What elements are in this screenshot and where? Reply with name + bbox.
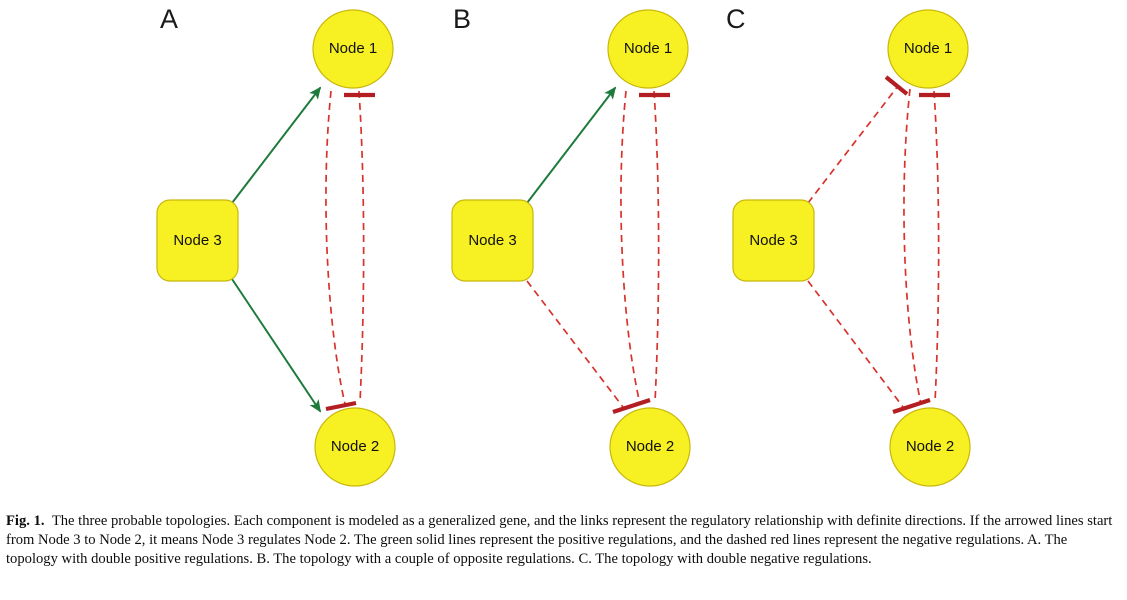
panel-c: C Node 1 Node 3 Node 2 bbox=[726, 4, 971, 487]
panel-a: A Node 1 Node 3 Node 2 bbox=[156, 4, 396, 487]
node-c-node2[interactable] bbox=[889, 407, 971, 487]
tbar-c-at-node1-from-node3 bbox=[884, 75, 909, 96]
panel-letter-b: B bbox=[453, 4, 471, 34]
node-b-node2[interactable] bbox=[609, 407, 691, 487]
node-c-node3[interactable] bbox=[732, 199, 815, 282]
topology-diagram: A Node 1 Node 3 Node 2 B bbox=[156, 4, 971, 487]
node-c-node1-label: Node 1 bbox=[904, 40, 952, 57]
node-a-node2-label: Node 2 bbox=[331, 438, 379, 455]
node-a-node3-label: Node 3 bbox=[173, 232, 221, 249]
node-b-node1-label: Node 1 bbox=[624, 40, 672, 57]
edge-a-node3-to-node2-positive bbox=[231, 278, 321, 413]
node-a-node2[interactable] bbox=[314, 407, 396, 487]
node-a-node1-label: Node 1 bbox=[329, 40, 377, 57]
edge-c-node3-to-node1-negative bbox=[807, 85, 899, 204]
figure-caption-text: The three probable topologies. Each comp… bbox=[6, 513, 1113, 568]
node-b-node2-label: Node 2 bbox=[626, 438, 674, 455]
node-b-node3-label: Node 3 bbox=[468, 232, 516, 249]
node-b-node3[interactable] bbox=[451, 199, 534, 282]
edge-a-node2-to-node1-negative bbox=[325, 90, 346, 405]
figure-caption: Fig. 1. The three probable topologies. E… bbox=[0, 505, 1127, 600]
tbar-a-at-node2 bbox=[325, 400, 357, 412]
node-c-node1[interactable] bbox=[887, 9, 969, 89]
figure-canvas: A Node 1 Node 3 Node 2 B bbox=[156, 4, 971, 487]
edge-c-node2-to-node1-negative bbox=[903, 88, 922, 405]
tbar-b-at-node2 bbox=[612, 398, 651, 414]
edge-c-node1-to-node2-negative bbox=[933, 90, 940, 403]
edge-b-node1-to-node2-negative bbox=[653, 90, 660, 403]
edge-a-node3-to-node1-positive bbox=[231, 86, 322, 204]
edge-b-node2-to-node1-negative bbox=[620, 90, 641, 405]
node-a-node3[interactable] bbox=[156, 199, 239, 282]
node-b-node1[interactable] bbox=[607, 9, 689, 89]
node-a-node1[interactable] bbox=[312, 9, 394, 89]
panel-b: B Node 1 Node 3 Node 2 bbox=[451, 4, 691, 487]
node-c-node2-label: Node 2 bbox=[906, 438, 954, 455]
figure-caption-spacer bbox=[45, 513, 52, 529]
edge-b-node3-to-node2-negative bbox=[526, 280, 624, 408]
edge-a-node1-to-node2-negative bbox=[358, 90, 365, 403]
edge-b-node3-to-node1-positive bbox=[526, 86, 617, 204]
tbar-c-at-node2 bbox=[892, 398, 931, 414]
panel-letter-c: C bbox=[726, 4, 746, 34]
edge-c-node3-to-node2-negative bbox=[807, 280, 904, 408]
panel-letter-a: A bbox=[160, 4, 178, 34]
figure-caption-label: Fig. 1. bbox=[6, 513, 45, 529]
node-c-node3-label: Node 3 bbox=[749, 232, 797, 249]
